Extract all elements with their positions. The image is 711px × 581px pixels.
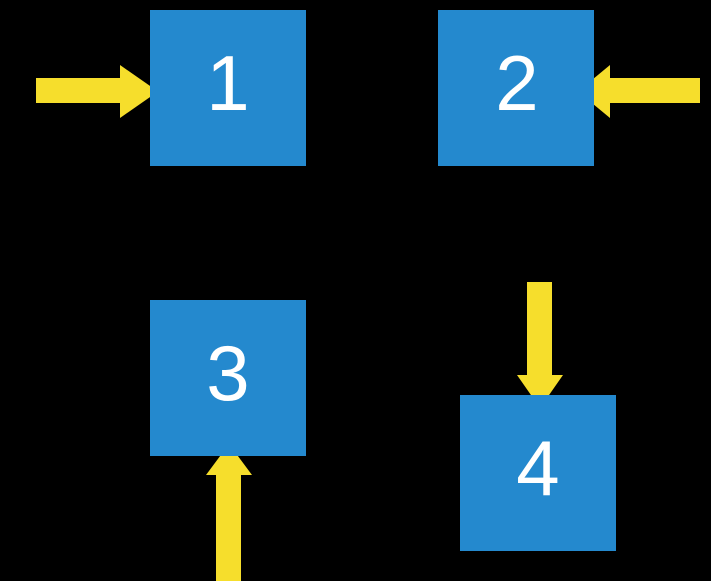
block-box-1[interactable]: 1 xyxy=(150,10,306,166)
block-box-4-label: 4 xyxy=(516,424,559,512)
block-box-2-label: 2 xyxy=(495,39,538,127)
block-box-1-rect[interactable] xyxy=(150,10,306,166)
arrow-left-into-box-2 xyxy=(578,65,700,118)
arrow-up-into-box-3 xyxy=(206,444,252,581)
arrow-right-into-box-1 xyxy=(36,65,158,118)
block-box-2-rect[interactable] xyxy=(438,10,594,166)
block-box-1-label: 1 xyxy=(206,39,249,127)
block-box-4[interactable]: 4 xyxy=(460,395,616,551)
block-box-4-rect[interactable] xyxy=(460,395,616,551)
block-box-3[interactable]: 3 xyxy=(150,300,306,456)
block-box-2[interactable]: 2 xyxy=(438,10,594,166)
block-box-3-label: 3 xyxy=(206,329,249,417)
block-box-3-rect[interactable] xyxy=(150,300,306,456)
arrow-down-into-box-4 xyxy=(517,282,563,408)
